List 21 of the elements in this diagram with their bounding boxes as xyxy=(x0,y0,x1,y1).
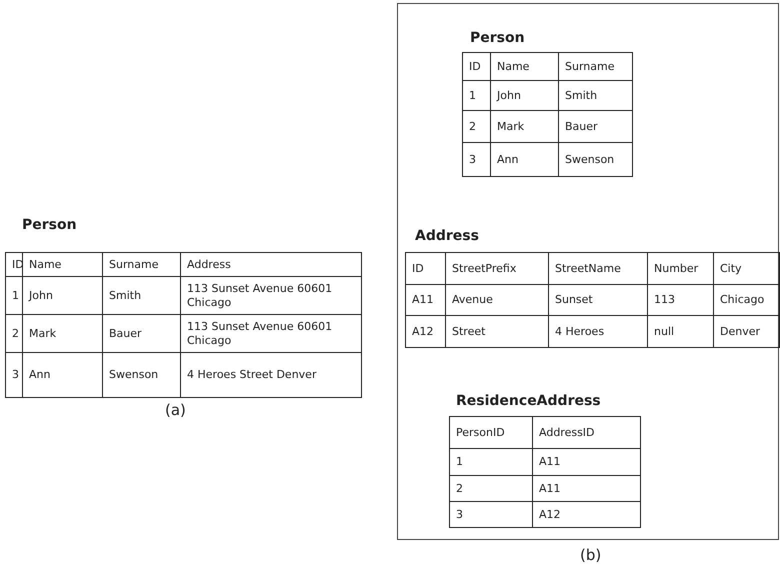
table-title: Person xyxy=(470,30,525,46)
table-title: Person xyxy=(22,217,77,233)
table-cell: 3 xyxy=(5,352,23,398)
column-header: ID xyxy=(405,252,446,285)
panel-caption: (a) xyxy=(165,401,186,419)
column-header: ID xyxy=(462,52,491,81)
column-header: AddressID xyxy=(532,416,641,449)
table-cell: A12 xyxy=(405,315,446,348)
table-cell: Denver xyxy=(713,315,780,348)
column-header: PersonID xyxy=(449,416,533,449)
column-header: Address xyxy=(180,252,362,277)
column-header: City xyxy=(713,252,780,285)
table-cell: 3 xyxy=(449,501,533,528)
column-header: Surname xyxy=(558,52,633,81)
table-cell: 4 Heroes Street Denver xyxy=(180,352,362,398)
panel-caption: (b) xyxy=(580,546,602,564)
table-title: Address xyxy=(415,228,479,244)
table-cell: A12 xyxy=(532,501,641,528)
table-title: ResidenceAddress xyxy=(456,393,601,409)
table-cell: 3 xyxy=(462,142,491,177)
table-cell: Swenson xyxy=(558,142,633,177)
